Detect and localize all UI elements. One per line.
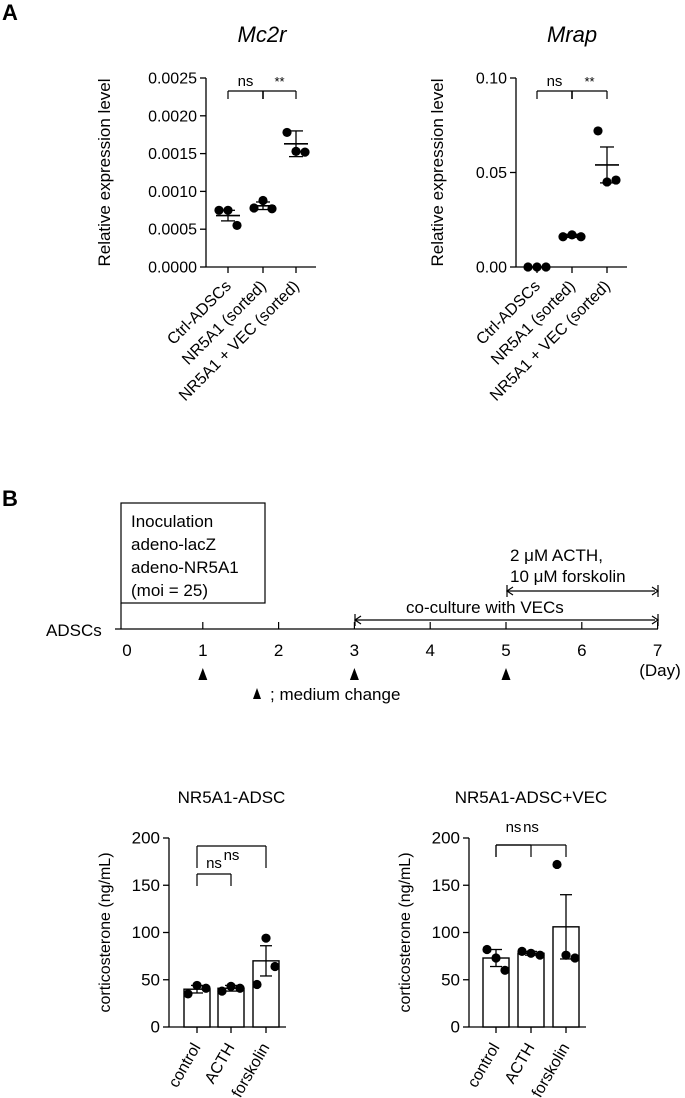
- chart-title: NR5A1-ADSC: [178, 788, 286, 807]
- y-tick-label: 0.0020: [148, 108, 197, 125]
- day-label: 4: [425, 641, 434, 660]
- data-point: [482, 944, 492, 955]
- data-point: [593, 126, 603, 136]
- inoculation-box: [120, 502, 266, 604]
- data-point: [235, 983, 245, 993]
- y-tick-label: 0: [451, 1018, 460, 1037]
- significance-label: ns: [523, 819, 539, 836]
- day-label: 0: [122, 641, 131, 660]
- y-axis-label: Relative expression level: [95, 78, 114, 266]
- data-point: [201, 983, 211, 993]
- data-point: [232, 220, 242, 231]
- treatment-line: 2 μM ACTH,: [510, 546, 603, 565]
- data-point: [552, 859, 562, 870]
- category-label: control: [166, 1041, 205, 1091]
- chart-mc2r: Mc2r 0.0000 0.0005 0.0010 0.0015 0.0020 0.0025…: [95, 22, 316, 405]
- data-point: [258, 195, 268, 206]
- bar: [552, 926, 580, 1028]
- bar: [517, 952, 545, 1028]
- chart-title: Mc2r: [238, 22, 289, 47]
- day-label: 7: [653, 641, 662, 660]
- inoculation-line: Inoculation: [131, 512, 213, 531]
- data-point: [252, 979, 262, 990]
- y-tick-label: 150: [132, 876, 160, 895]
- category-label: ACTH: [202, 1041, 239, 1087]
- medium-change-legend-icon: [253, 688, 261, 699]
- y-tick-label: 100: [132, 923, 160, 942]
- chart-nr5a1-adsc-vec: NR5A1-ADSC+VEC 0 50 100 150 200 corticosterone…: [397, 788, 607, 1098]
- y-tick-label: 0: [151, 1018, 160, 1037]
- medium-change-marker: [349, 668, 359, 680]
- y-axis-label: Relative expression level: [428, 78, 447, 266]
- medium-change-legend: ; medium change: [270, 685, 400, 704]
- y-tick-label: 0.0025: [148, 71, 197, 88]
- day-label: 6: [577, 641, 586, 660]
- data-point: [282, 127, 292, 138]
- panel-b-label: B: [2, 486, 18, 511]
- data-point: [261, 933, 271, 943]
- medium-change-marker: [198, 668, 208, 680]
- coculture-arrow-head: [651, 615, 660, 625]
- data-point: [270, 961, 280, 972]
- inoculation-line: (moi = 25): [131, 581, 208, 600]
- data-point: [183, 989, 193, 999]
- y-tick-label: 0.05: [476, 165, 507, 182]
- medium-change-marker: [501, 668, 511, 680]
- y-tick-label: 150: [432, 876, 460, 895]
- chart-title: NR5A1-ADSC+VEC: [455, 788, 608, 807]
- y-tick-label: 50: [441, 970, 460, 989]
- y-tick-label: 0.10: [476, 71, 507, 88]
- y-tick-label: 0.0015: [148, 146, 197, 163]
- day-label: 2: [274, 641, 283, 660]
- data-point: [214, 205, 224, 215]
- significance-label: ns: [547, 73, 563, 90]
- timeline-start-label: ADSCs: [46, 621, 102, 640]
- significance-label: ns: [506, 819, 522, 836]
- data-point: [300, 147, 310, 157]
- data-point: [570, 953, 580, 963]
- treatment-arrow-head: [651, 586, 660, 596]
- inoculation-line: adeno-NR5A1: [131, 558, 239, 577]
- treatment-line: 10 μM forskolin: [510, 567, 626, 586]
- category-label: ACTH: [502, 1041, 539, 1087]
- data-point: [217, 986, 227, 996]
- timeline-diagram: Inoculation adeno-lacZ adeno-NR5A1 (moi …: [46, 502, 681, 704]
- day-label: 5: [501, 641, 510, 660]
- treatment-arrow-head: [505, 586, 514, 596]
- y-tick-label: 200: [132, 829, 160, 848]
- chart-mrap: Mrap 0.00 0.05 0.10 Relative expression leve…: [428, 22, 627, 405]
- panel-a-label: A: [2, 0, 18, 25]
- chart-title: Mrap: [547, 22, 597, 47]
- y-axis-label: corticosterone (ng/mL): [397, 852, 414, 1012]
- chart-nr5a1-adsc: NR5A1-ADSC 0 50 100 150 200 corticosterone (ng…: [97, 788, 286, 1098]
- day-label: 3: [350, 641, 359, 660]
- significance-label: ns: [224, 847, 240, 864]
- y-tick-label: 50: [141, 970, 160, 989]
- y-tick-label: 200: [432, 829, 460, 848]
- y-axis-label: corticosterone (ng/mL): [97, 852, 114, 1012]
- y-tick-label: 100: [432, 923, 460, 942]
- timeline-unit: (Day): [639, 661, 681, 680]
- data-point: [535, 950, 545, 960]
- coculture-arrow-head: [353, 615, 362, 625]
- data-point: [249, 203, 259, 213]
- y-tick-label: 0.0000: [148, 260, 197, 277]
- significance-label: **: [274, 74, 284, 89]
- category-label: control: [465, 1041, 504, 1091]
- significance-label: ns: [206, 855, 222, 872]
- data-point: [517, 946, 527, 957]
- significance-label: **: [584, 74, 594, 89]
- y-tick-label: 0.0005: [148, 222, 197, 239]
- y-tick-label: 0.00: [476, 260, 507, 277]
- inoculation-line: adeno-lacZ: [131, 535, 216, 554]
- coculture-label: co-culture with VECs: [406, 598, 564, 617]
- significance-label: ns: [238, 73, 254, 90]
- day-label: 1: [198, 641, 207, 660]
- y-tick-label: 0.0010: [148, 184, 197, 201]
- data-point: [500, 965, 510, 975]
